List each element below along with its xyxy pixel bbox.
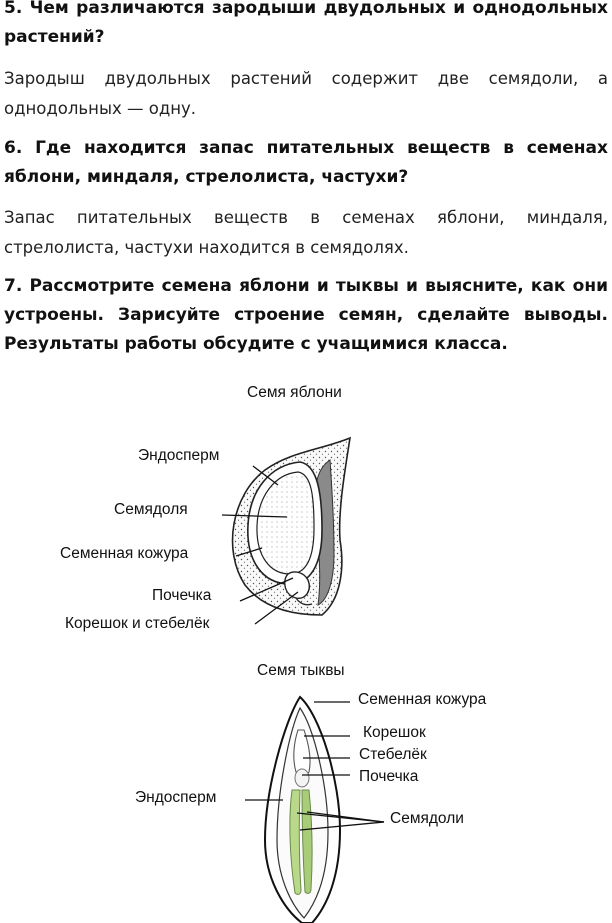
pumpkin-label-root: Корешок [363, 724, 426, 741]
apple-label-endosperm: Эндосперм [138, 447, 220, 464]
apple-label-root-stem: Корешок и стебелёк [65, 615, 210, 632]
pumpkin-seed-title: Семя тыквы [257, 662, 345, 679]
question-6: 6. Где находится запас питательных вещес… [4, 138, 608, 187]
apple-seed-title: Семя яблони [247, 384, 342, 401]
apple-label-cotyledon: Семядоля [114, 501, 188, 518]
pumpkin-cotyledon-left [289, 789, 302, 895]
pumpkin-label-stem: Стебелёк [359, 746, 427, 763]
pumpkin-label-coat: Семенная кожура [358, 691, 487, 708]
leader-coat [235, 547, 263, 557]
leader-bud [239, 577, 294, 602]
question-7: 7. Рассмотрите семена яблони и тыквы и в… [4, 276, 608, 354]
leader-pkn-cotyledon-3 [299, 821, 385, 831]
leader-cotyledon [221, 514, 288, 518]
pumpkin-leader-lines [245, 701, 385, 831]
pumpkin-label-bud: Почечка [359, 768, 419, 785]
apple-label-coat: Семенная кожура [60, 545, 189, 562]
pumpkin-label-endosperm: Эндосперм [135, 789, 217, 806]
question-5: 5. Чем различаются зародыши двудольных и… [4, 0, 608, 47]
leader-pkn-cotyledon-2 [306, 811, 385, 823]
apple-leader-lines [221, 465, 299, 625]
pumpkin-bud [294, 768, 310, 788]
answer-6: Запас питательных веществ в семенах ябло… [4, 208, 608, 257]
pumpkin-seed-drawing [263, 695, 342, 923]
answer-5: Зародыш двудольных растений содержит две… [4, 69, 608, 118]
apple-seed-bud [284, 571, 310, 599]
pumpkin-label-cotyledons: Семядоли [390, 810, 464, 827]
leader-root-stem [254, 591, 299, 625]
apple-label-bud: Почечка [152, 587, 212, 604]
apple-seed-drawing [231, 436, 352, 616]
leader-endosperm [252, 465, 279, 486]
